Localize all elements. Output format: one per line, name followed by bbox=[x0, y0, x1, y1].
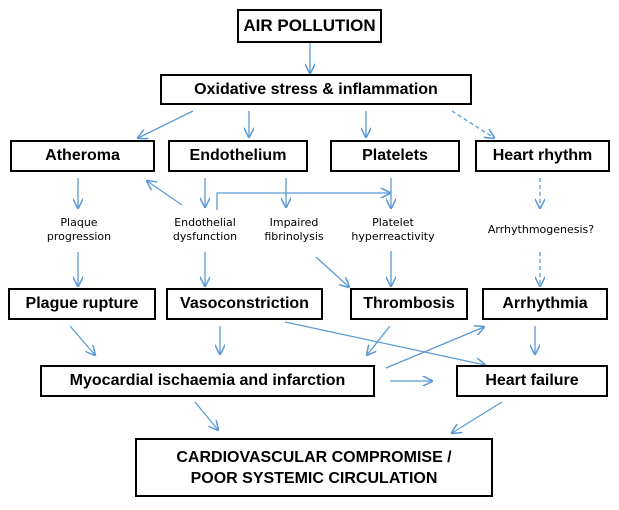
impaired-fibrinolysis-text: Impaired fibrinolysis bbox=[256, 216, 332, 244]
impaired-fibrinolysis-line1: Impaired bbox=[269, 216, 319, 229]
arrow-endothelium-to-platelets bbox=[216, 193, 390, 210]
plague-rupture-label: Plague rupture bbox=[25, 295, 139, 312]
arrow-heart-failure-to-outcome bbox=[452, 401, 503, 433]
impaired-fibrinolysis-line2: fibrinolysis bbox=[264, 230, 324, 243]
platelets-label: Platelets bbox=[362, 147, 428, 164]
heart-failure-box: Heart failure bbox=[456, 365, 608, 397]
arrow-rupture-to-myocardial bbox=[69, 325, 95, 355]
endothelium-label: Endothelium bbox=[189, 147, 287, 164]
oxidative-stress-label: Oxidative stress & inflammation bbox=[194, 80, 438, 98]
vasoconstriction-label: Vasoconstriction bbox=[180, 295, 309, 312]
air-pollution-label: AIR POLLUTION bbox=[243, 16, 376, 35]
plaque-progression-text: Plaque progression bbox=[36, 216, 122, 244]
endothelial-dysfunction-line1: Endothelial bbox=[174, 216, 236, 229]
arrow-vasoconstriction-to-heart-failure bbox=[284, 321, 485, 365]
myocardial-box: Myocardial ischaemia and infarction bbox=[40, 365, 375, 397]
air-pollution-box: AIR POLLUTION bbox=[237, 9, 382, 43]
arrhythmia-label: Arrhythmia bbox=[502, 295, 588, 312]
arrow-oxidative-to-heart-rhythm bbox=[451, 110, 494, 138]
arrhythmia-box: Arrhythmia bbox=[482, 288, 608, 320]
plaque-progression-line2: progression bbox=[46, 230, 112, 243]
outcome-box: CARDIOVASCULAR COMPROMISE / POOR SYSTEMI… bbox=[135, 438, 493, 497]
plaque-progression-line1: Plaque bbox=[60, 216, 98, 229]
arrow-thrombosis-to-myocardial bbox=[367, 325, 391, 355]
myocardial-label: Myocardial ischaemia and infarction bbox=[69, 372, 346, 389]
heart-rhythm-box: Heart rhythm bbox=[475, 140, 610, 172]
endothelium-box: Endothelium bbox=[168, 140, 308, 172]
heart-failure-label: Heart failure bbox=[485, 372, 579, 389]
endothelial-dysfunction-line2: dysfunction bbox=[172, 230, 238, 243]
heart-rhythm-label: Heart rhythm bbox=[492, 147, 593, 164]
arrow-myocardial-to-arrhythmia bbox=[385, 327, 484, 369]
arrow-oxidative-to-atheroma bbox=[138, 110, 194, 138]
oxidative-stress-box: Oxidative stress & inflammation bbox=[160, 74, 472, 105]
platelet-hyperreactivity-text: Platelet hyperreactivity bbox=[345, 216, 441, 244]
outcome-line2: POOR SYSTEMIC CIRCULATION bbox=[190, 469, 438, 487]
arrow-dysfunction-to-atheroma bbox=[147, 181, 183, 206]
arrow-fibrinolysis-to-thrombosis bbox=[315, 256, 349, 287]
thrombosis-label: Thrombosis bbox=[363, 295, 455, 312]
platelet-hyperreactivity-line1: Platelet bbox=[372, 216, 414, 229]
platelet-hyperreactivity-line2: hyperreactivity bbox=[351, 230, 435, 243]
atheroma-box: Atheroma bbox=[10, 140, 155, 172]
platelets-box: Platelets bbox=[330, 140, 460, 172]
endothelial-dysfunction-text: Endothelial dysfunction bbox=[160, 216, 250, 244]
thrombosis-box: Thrombosis bbox=[350, 288, 468, 320]
arrhythmogenesis-text: Arrhythmogenesis? bbox=[485, 223, 597, 237]
atheroma-label: Atheroma bbox=[45, 147, 120, 164]
arrow-myocardial-to-outcome bbox=[194, 401, 218, 430]
vasoconstriction-box: Vasoconstriction bbox=[166, 288, 323, 320]
arrhythmogenesis-line: Arrhythmogenesis? bbox=[487, 223, 595, 236]
outcome-line1: CARDIOVASCULAR COMPROMISE / bbox=[176, 448, 452, 466]
plague-rupture-box: Plague rupture bbox=[8, 288, 156, 320]
